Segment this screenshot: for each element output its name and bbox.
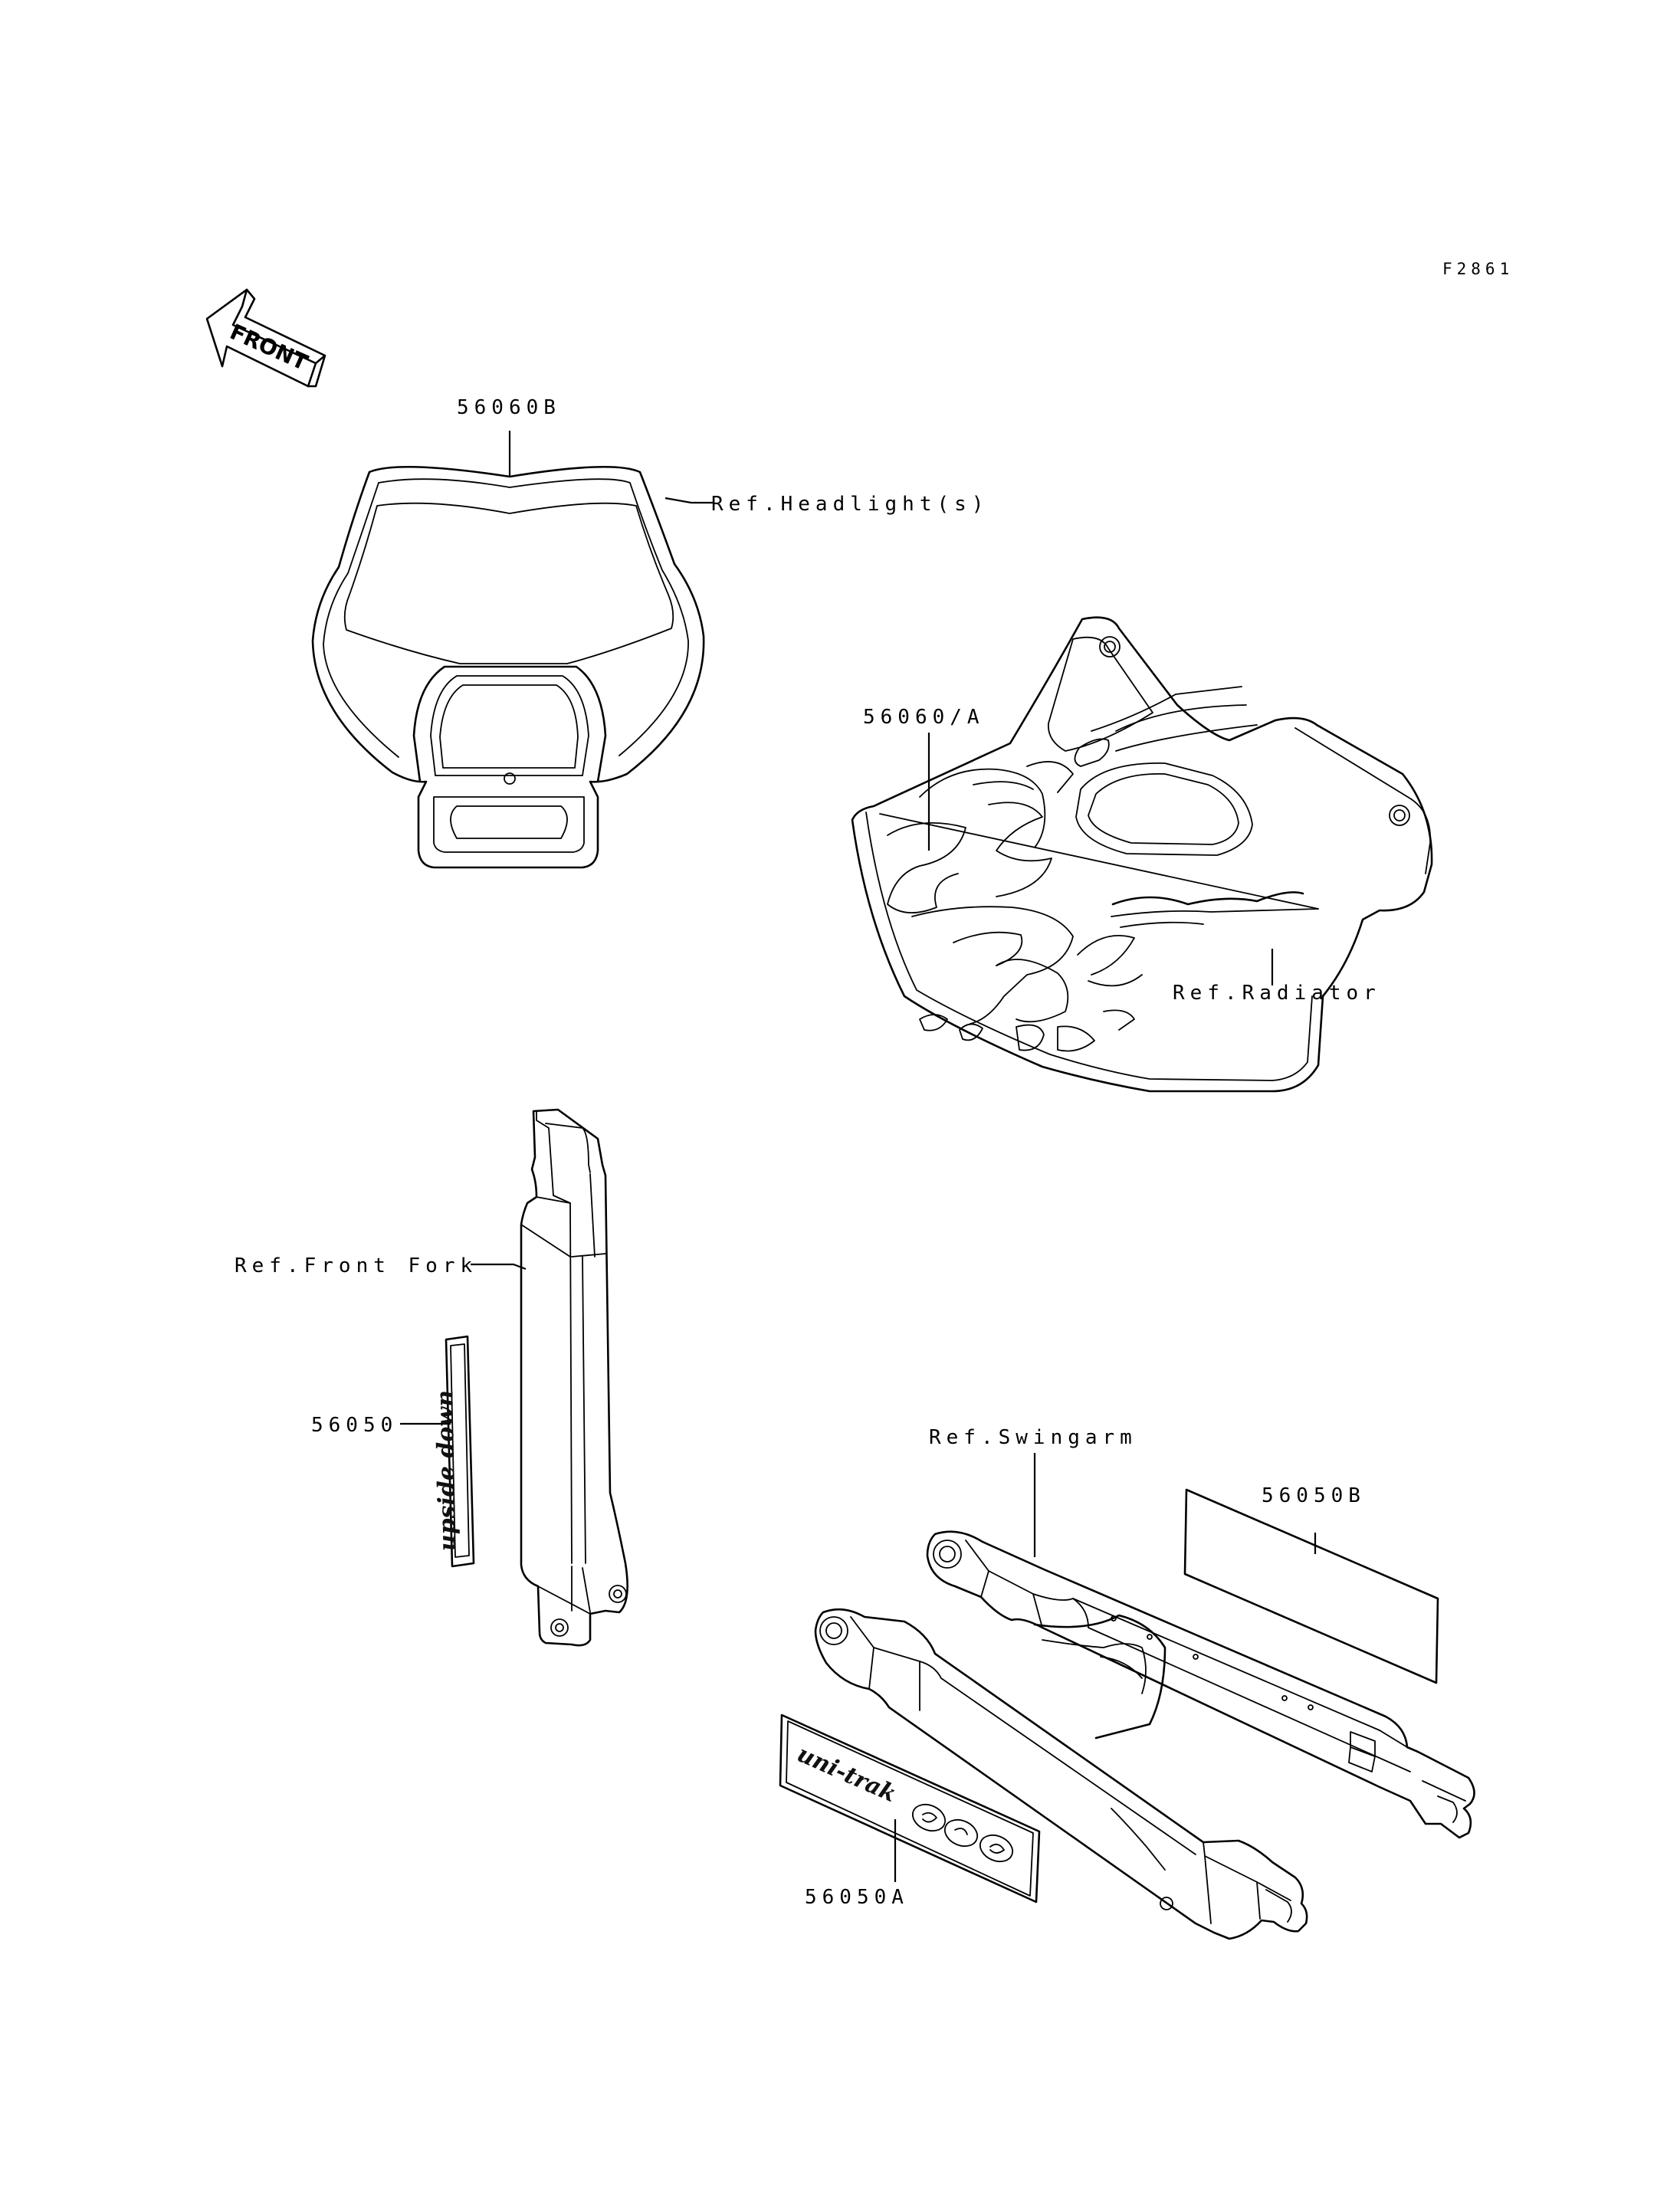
figure-id: F2861	[1442, 260, 1514, 278]
front-arrow-icon: FRONT	[205, 288, 326, 388]
label-ref-headlight: Ref.Headlight(s)	[711, 493, 989, 516]
front-fork-guard-part	[520, 1108, 628, 1647]
label-ref-front-fork: Ref.Front Fork	[235, 1254, 477, 1277]
label-56050A: 56050A	[805, 1886, 909, 1909]
fork-decal-text: upside down	[431, 1390, 461, 1552]
label-56060A: 56060/A	[863, 706, 985, 729]
fork-decal-part: upside down	[431, 1335, 475, 1568]
label-56050: 56050	[311, 1414, 398, 1437]
label-56050B: 56050B	[1262, 1484, 1366, 1507]
label-56060B: 56060B	[457, 396, 561, 419]
swingarm-decal-a-part: uni-trak	[779, 1713, 1041, 1904]
radiator-shroud-part	[851, 616, 1433, 1093]
swingarm-decal-b-part	[1183, 1488, 1439, 1684]
headlight-cowl-part	[311, 465, 705, 869]
label-ref-swingarm: Ref.Swingarm	[929, 1426, 1137, 1449]
swingarm-part	[814, 1530, 1475, 1940]
label-ref-radiator: Ref.Radiator	[1173, 982, 1381, 1005]
radiator-decal-graphic	[887, 761, 1319, 1052]
